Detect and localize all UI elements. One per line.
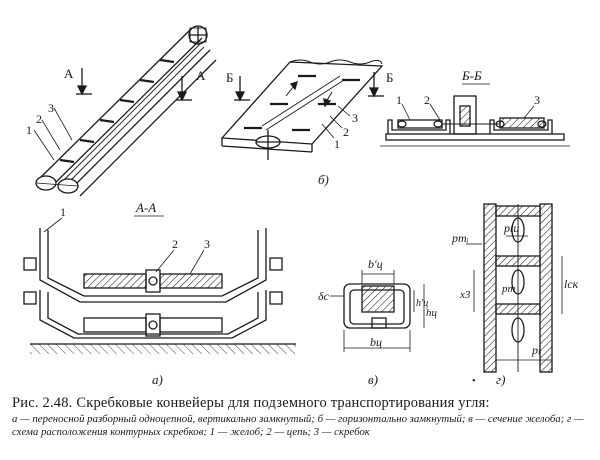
panel-b-label-2: 2 xyxy=(343,125,349,139)
panel-g-lck: lск xyxy=(564,277,579,291)
panel-aa-title: А-А xyxy=(135,200,156,215)
panel-bb-label-2: 2 xyxy=(424,93,430,107)
caption-body: а — переносной разборный одноцепной, вер… xyxy=(12,413,584,438)
panel-a-section-letter-right: А xyxy=(196,68,206,83)
panel-aa-section xyxy=(23,215,296,354)
panel-g-x3: x3 xyxy=(459,289,471,301)
panel-v-dim-b-prime: b′ц xyxy=(368,257,383,271)
caption-title: Рис. 2.48. Скребковые конвейеры для подз… xyxy=(12,395,490,411)
panel-g-scraper-layout xyxy=(466,203,563,373)
panel-v-dim-h-prime: h′ц xyxy=(416,298,428,309)
panel-aa-label-3: 3 xyxy=(204,237,210,251)
panel-g-pm-top: pmᵢ xyxy=(451,231,469,245)
panel-b-label-3: 3 xyxy=(352,111,358,125)
panel-g-pm-mid: pm xyxy=(501,283,516,295)
panel-b-section-letter-right: Б xyxy=(386,70,393,85)
panel-b-horizontal-conveyor xyxy=(220,59,384,160)
panel-b-section-letter-left: Б xyxy=(226,70,233,85)
panel-g-caption: г) xyxy=(496,372,505,387)
panel-v-dim-h: hц xyxy=(426,307,438,319)
panel-b-caption: б) xyxy=(318,172,329,187)
panel-a-section-letter-left: А xyxy=(64,66,74,81)
panel-a-label-1: 1 xyxy=(26,123,32,137)
panel-v-dim-delta: δс xyxy=(318,289,330,303)
panel-bb-section xyxy=(380,83,570,147)
panel-bb-title: Б-Б xyxy=(461,68,482,83)
panel-bb-label-1: 1 xyxy=(396,93,402,107)
panel-a-inclined-conveyor xyxy=(33,25,217,197)
panel-g-pt: ptц xyxy=(503,221,519,235)
panel-v-dim-b: bц xyxy=(370,335,382,349)
figure-caption: Рис. 2.48. Скребковые конвейеры для подз… xyxy=(12,395,592,438)
panel-g-pl: pₗ xyxy=(531,343,541,357)
panel-bb-label-3: 3 xyxy=(534,93,540,107)
conveyor-figure: А А 1 2 3 xyxy=(23,25,579,387)
panel-aa-label-1: 1 xyxy=(60,205,66,219)
stray-dot: • xyxy=(472,376,476,387)
panel-b-label-1: 1 xyxy=(334,137,340,151)
panel-aa-caption: а) xyxy=(152,372,163,387)
panel-v-chain-section xyxy=(330,270,425,352)
panel-aa-label-2: 2 xyxy=(172,237,178,251)
panel-a-label-3: 3 xyxy=(48,101,54,115)
panel-v-caption: в) xyxy=(368,372,378,387)
panel-a-label-2: 2 xyxy=(36,112,42,126)
